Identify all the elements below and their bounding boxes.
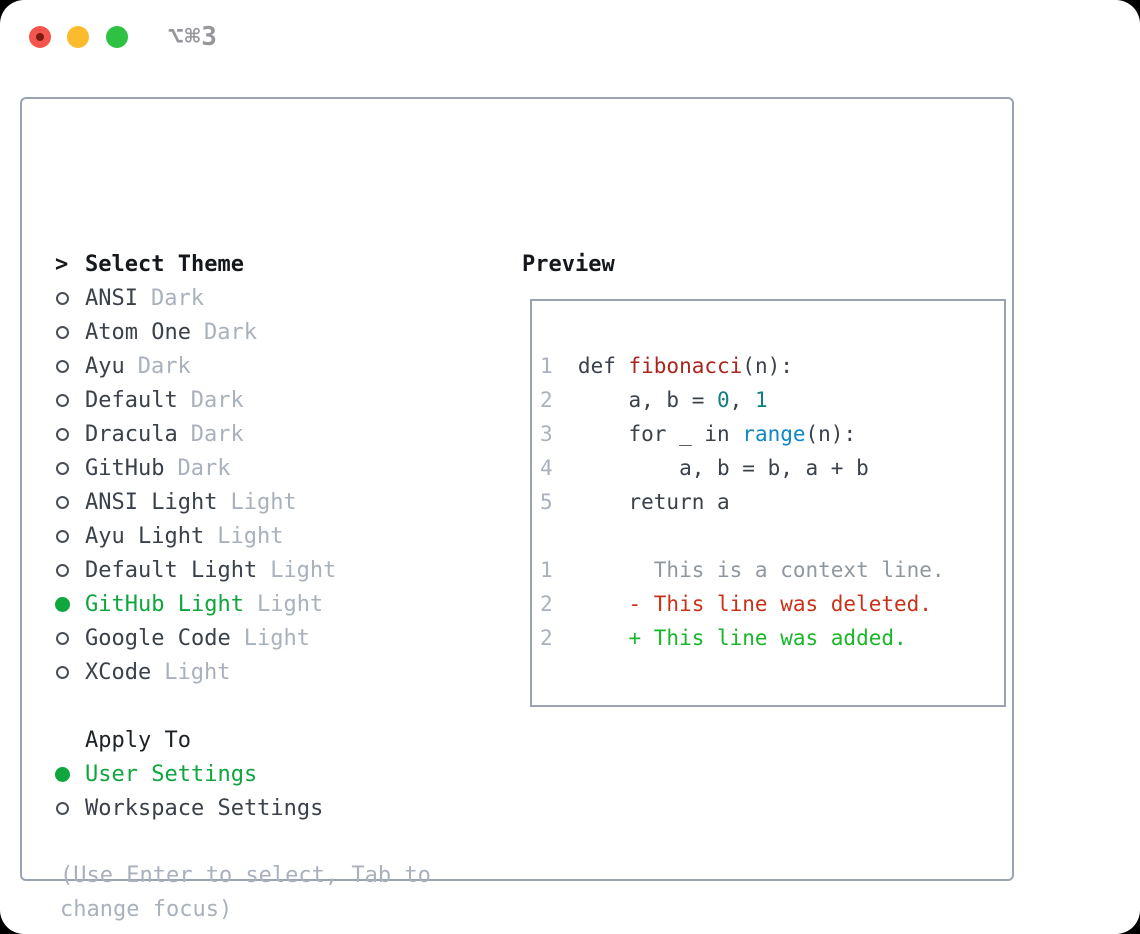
radio-unselected-icon (55, 325, 85, 339)
radio-unselected-icon (55, 801, 85, 815)
theme-variant-tag: Dark (203, 319, 257, 345)
code-line: 5 return a (540, 485, 1004, 519)
theme-variant-tag: Dark (190, 421, 244, 447)
theme-option-label: GitHub Light (85, 591, 244, 617)
code-line: 3 for _ in range(n): (540, 417, 1004, 451)
theme-option-label: Ayu Light (85, 523, 205, 549)
theme-option[interactable]: Default Light Light (55, 553, 495, 587)
line-number: 1 (540, 558, 553, 582)
theme-option-label: ANSI Light (85, 489, 218, 515)
theme-variant-tag: Dark (137, 353, 191, 379)
radio-unselected-icon (55, 495, 85, 509)
code-line: 4 a, b = b, a + b (540, 451, 1004, 485)
titlebar: ⌥⌘3 (0, 0, 1140, 74)
diff-line: 1 This is a context line. (540, 553, 1004, 587)
close-button-icon[interactable] (29, 26, 51, 48)
line-number: 2 (540, 592, 553, 616)
line-number: 1 (540, 354, 553, 378)
theme-option-label: Dracula (85, 421, 178, 447)
theme-variant-tag: Light (270, 557, 337, 583)
cursor-prefix-icon: > (55, 251, 69, 277)
theme-option[interactable]: Google Code Light (55, 621, 495, 655)
theme-option[interactable]: Atom One Dark (55, 315, 495, 349)
line-number: 4 (540, 456, 553, 480)
hint-text: (Use Enter to select, Tab to change focu… (55, 859, 495, 927)
select-theme-header: > Select Theme (55, 247, 495, 281)
theme-option[interactable]: GitHub Light Light (55, 587, 495, 621)
theme-option-label: Default (85, 387, 178, 413)
apply-to-option[interactable]: User Settings (55, 757, 495, 791)
theme-option[interactable]: Ayu Light Light (55, 519, 495, 553)
theme-variant-tag: Dark (150, 285, 204, 311)
select-theme-title: Select Theme (85, 251, 244, 277)
theme-option-label: Ayu (85, 353, 125, 379)
theme-option-label: GitHub (85, 455, 165, 481)
theme-option-label: Atom One (85, 319, 191, 345)
theme-option[interactable]: XCode Light (55, 655, 495, 689)
theme-option[interactable]: GitHub Dark (55, 451, 495, 485)
theme-variant-tag: Light (217, 523, 284, 549)
apply-to-option[interactable]: Workspace Settings (55, 791, 495, 825)
radio-unselected-icon (55, 461, 85, 475)
hint-line-2: change focus) (60, 897, 233, 922)
line-number: 5 (540, 490, 553, 514)
radio-unselected-icon (55, 359, 85, 373)
theme-option[interactable]: Ayu Dark (55, 349, 495, 383)
radio-unselected-icon (55, 563, 85, 577)
diff-line: 2 - This line was deleted. (540, 587, 1004, 621)
window-title: ⌥⌘3 (168, 22, 218, 52)
theme-variant-tag: Dark (177, 455, 231, 481)
apply-to-option-label: User Settings (85, 761, 258, 787)
radio-selected-icon (55, 596, 85, 612)
theme-variant-tag: Dark (190, 387, 244, 413)
preview-title: Preview (522, 251, 615, 277)
radio-unselected-icon (55, 529, 85, 543)
zoom-button-icon[interactable] (106, 26, 128, 48)
blank-line (540, 519, 1004, 553)
theme-option-label: Default Light (85, 557, 258, 583)
theme-option[interactable]: ANSI Dark (55, 281, 495, 315)
theme-variant-tag: Light (256, 591, 324, 617)
theme-option[interactable]: ANSI Light Light (55, 485, 495, 519)
minimize-button-icon[interactable] (67, 26, 89, 48)
diff-line: 2 + This line was added. (540, 621, 1004, 655)
theme-option-label: Google Code (85, 625, 231, 651)
apply-to-title: Apply To (85, 727, 191, 753)
radio-unselected-icon (55, 291, 85, 305)
radio-unselected-icon (55, 665, 85, 679)
theme-variant-tag: Light (230, 489, 297, 515)
apply-to-header: Apply To (55, 723, 495, 757)
line-number: 2 (540, 388, 553, 412)
apply-to-option-label: Workspace Settings (85, 795, 324, 821)
line-number: 3 (540, 422, 553, 446)
line-number: 2 (540, 626, 553, 650)
theme-variant-tag: Light (164, 659, 231, 685)
radio-unselected-icon (55, 393, 85, 407)
theme-option[interactable]: Dracula Dark (55, 417, 495, 451)
theme-option-label: ANSI (85, 285, 138, 311)
theme-option[interactable]: Default Dark (55, 383, 495, 417)
hint-line-1: (Use Enter to select, Tab to (60, 863, 431, 888)
diff-block: 1 This is a context line.2 - This line w… (540, 553, 1004, 655)
theme-option-label: XCode (85, 659, 152, 685)
radio-unselected-icon (55, 631, 85, 645)
radio-unselected-icon (55, 427, 85, 441)
radio-selected-icon (55, 766, 85, 782)
code-line: 2 a, b = 0, 1 (540, 383, 1004, 417)
theme-variant-tag: Light (243, 625, 310, 651)
